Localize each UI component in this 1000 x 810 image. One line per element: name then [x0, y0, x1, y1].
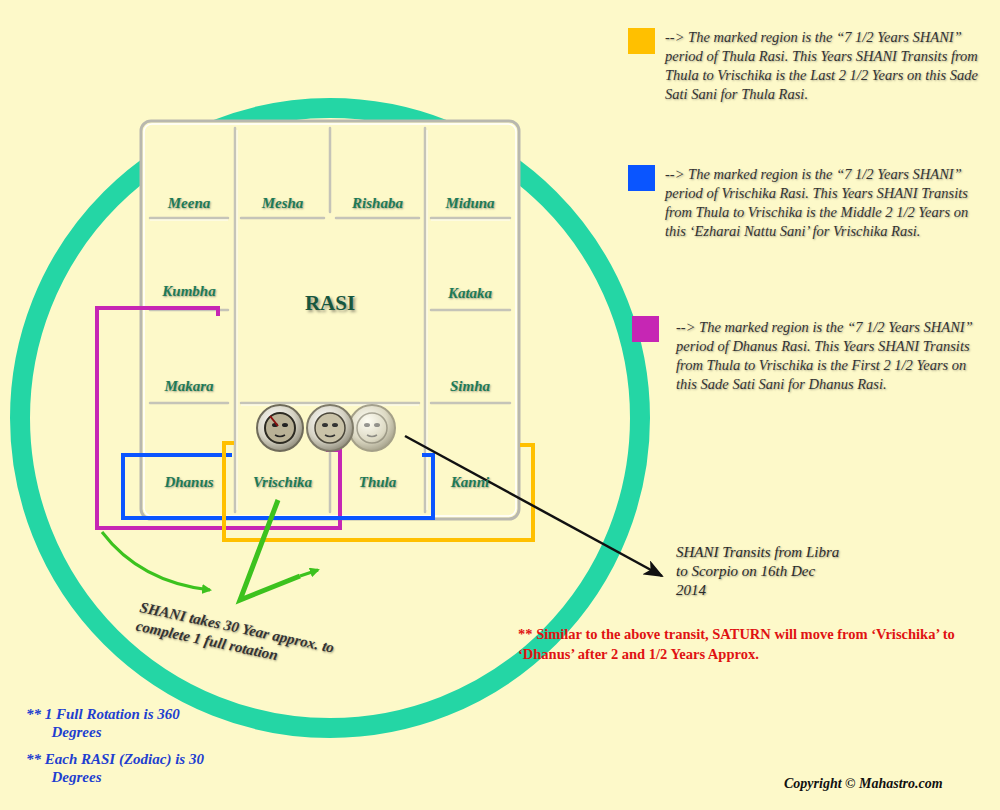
transit-arrow [405, 436, 662, 576]
legend-swatch [632, 316, 659, 342]
rasi-cell: Simha [425, 310, 515, 403]
sign-name: Kataka [448, 285, 492, 302]
rasi-cell: Mesha [235, 125, 330, 218]
rasi-cell: Kataka [425, 218, 515, 310]
rotation-arrow [240, 500, 300, 600]
legend-text: --> The marked region is the “7 1/2 Year… [676, 318, 990, 394]
rasi-cell: Rishaba [330, 125, 425, 218]
rasi-cell: Thula [330, 403, 425, 515]
rasi-cell: Kumbha [145, 218, 233, 310]
chart-frame [141, 121, 519, 519]
dhanus-bracket [97, 308, 340, 528]
sign-name: Kumbha [162, 283, 215, 300]
rasi-cell: Meena [145, 125, 233, 218]
rotation-arrow [102, 532, 210, 590]
copyright: Copyright © Mahastro.com [784, 776, 984, 792]
legend-text: --> The marked region is the “7 1/2 Year… [665, 28, 990, 104]
sign-name: Dhanus [164, 474, 213, 491]
rasi-cell: Kanni [425, 403, 515, 515]
center-rasi-box: RASI [235, 218, 425, 403]
sign-name: Simha [450, 378, 490, 395]
sign-name: Rishaba [352, 195, 403, 212]
degree-note: ** Each RASI (Zodiac) is 30 Degrees [26, 750, 227, 786]
rasi-cell: Vrischika [235, 403, 330, 515]
legend-swatch [628, 28, 655, 54]
rotation-note: SHANI takes 30 Year approx. to complete … [134, 598, 377, 685]
sign-name: Thula [359, 474, 397, 491]
rasi-cell: Makara [145, 310, 233, 403]
sign-name: Kanni [451, 474, 489, 491]
saturn-move-note: ** Similar to the above transit, SATURN … [518, 624, 978, 664]
transit-note: SHANI Transits from Libra to Scorpio on … [676, 543, 841, 600]
rasi-cell: Miduna [425, 125, 515, 218]
saturn-coins [257, 405, 395, 451]
rasi-cell: Dhanus [145, 403, 233, 515]
legend-swatch [628, 165, 655, 191]
sign-name: Miduna [445, 195, 494, 212]
legend-text: --> The marked region is the “7 1/2 Year… [665, 165, 990, 241]
sign-name: Mesha [262, 195, 304, 212]
sign-name: Vrischika [253, 474, 312, 491]
vrischika-bracket [123, 455, 433, 518]
degree-note: ** 1 Full Rotation is 360 Degrees [26, 705, 227, 741]
sign-name: Meena [168, 195, 211, 212]
sign-name: Makara [164, 378, 213, 395]
chart-title: RASI [305, 291, 355, 316]
